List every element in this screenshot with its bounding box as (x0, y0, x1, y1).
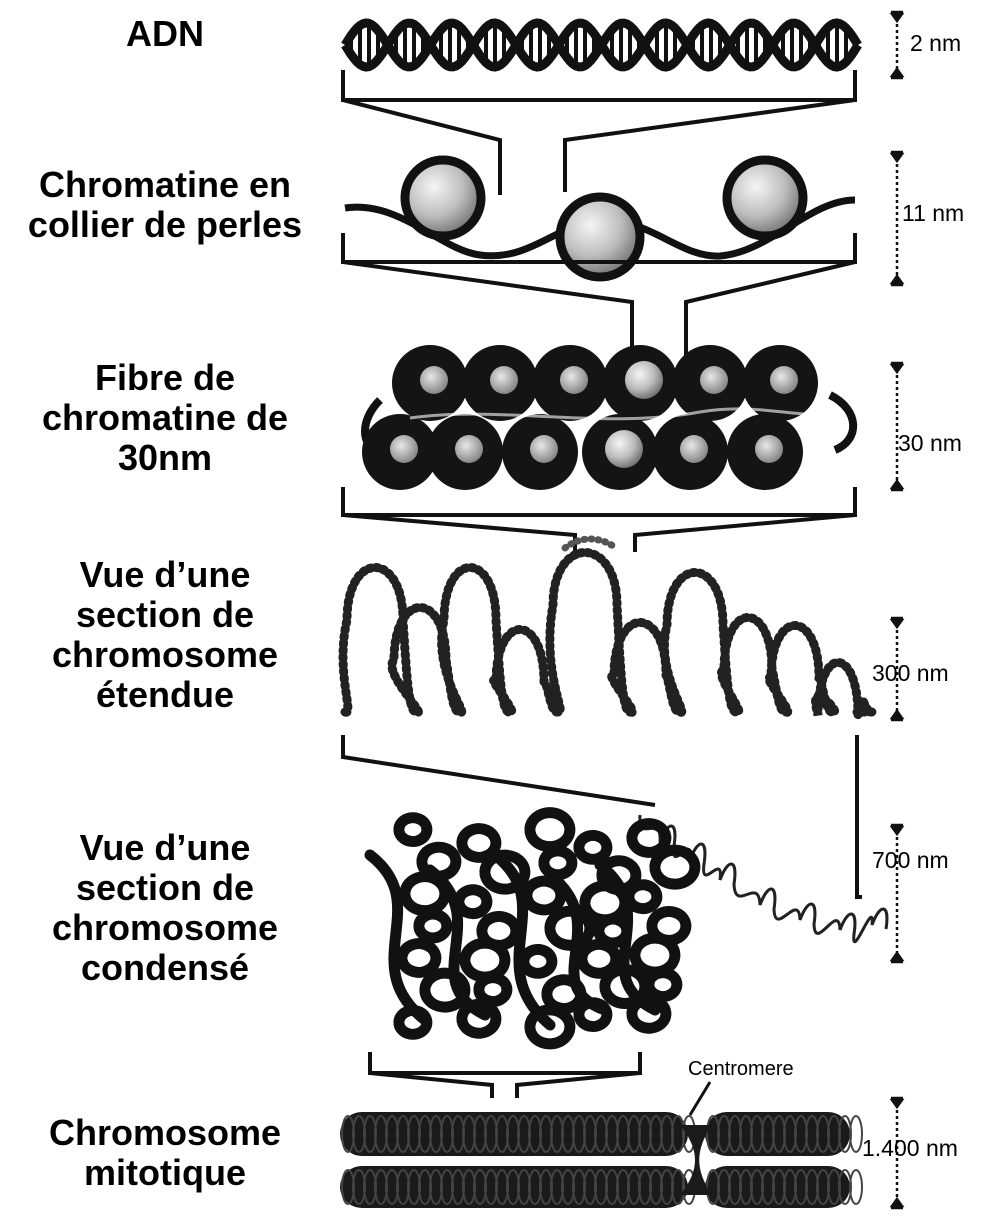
label-line: Chromatine en (0, 165, 330, 205)
label-line: chromatine de (0, 398, 330, 438)
label-line: 30nm (0, 438, 330, 478)
nucleosome-1 (405, 160, 481, 236)
label-line: collier de perles (0, 205, 330, 245)
label-dna: ADN (0, 14, 330, 54)
scale-bars (891, 12, 903, 1208)
centromere-label: Centromere (688, 1058, 794, 1081)
size-extended: 300 nm (872, 660, 949, 687)
label-line: mitotique (0, 1153, 330, 1193)
label-line: Chromosome (0, 1113, 330, 1153)
mitotic-chromosome (340, 1112, 862, 1208)
label-beads-on-string: Chromatine en collier de perles (0, 165, 330, 245)
label-30nm-fiber: Fibre de chromatine de 30nm (0, 358, 330, 478)
extended-chromosome-loops (343, 539, 872, 715)
label-mitotic-chromosome: Chromosome mitotique (0, 1113, 330, 1193)
label-line: condensé (0, 948, 330, 988)
bracket-condensed-to-mitotic (370, 1052, 640, 1098)
label-line: section de (0, 595, 330, 635)
dna-helix (345, 23, 858, 67)
size-condensed: 700 nm (872, 847, 949, 874)
centromere-pointer (690, 1082, 710, 1115)
nucleosome-3 (727, 160, 803, 236)
condensed-chromosome-coils (370, 813, 887, 1044)
size-beads: 11 nm (902, 200, 964, 227)
nucleosome-2 (560, 197, 640, 277)
size-dna: 2 nm (910, 30, 961, 57)
label-line: ADN (0, 14, 330, 54)
label-line: section de (0, 868, 330, 908)
size-mitotic: 1.400 nm (862, 1135, 958, 1162)
label-line: Fibre de (0, 358, 330, 398)
label-extended-chromosome: Vue d’une section de chromosome étendue (0, 555, 330, 715)
size-fiber: 30 nm (898, 430, 962, 457)
chromatid-arm (340, 1166, 688, 1208)
label-line: Vue d’une (0, 828, 330, 868)
label-line: chromosome (0, 908, 330, 948)
label-line: chromosome (0, 635, 330, 675)
beads-on-string (345, 160, 855, 277)
chromatin-fiber-30nm (362, 345, 853, 490)
label-line: Vue d’une (0, 555, 330, 595)
label-line: étendue (0, 675, 330, 715)
label-condensed-chromosome: Vue d’une section de chromosome condensé (0, 828, 330, 988)
chromatid-arm (340, 1112, 688, 1156)
